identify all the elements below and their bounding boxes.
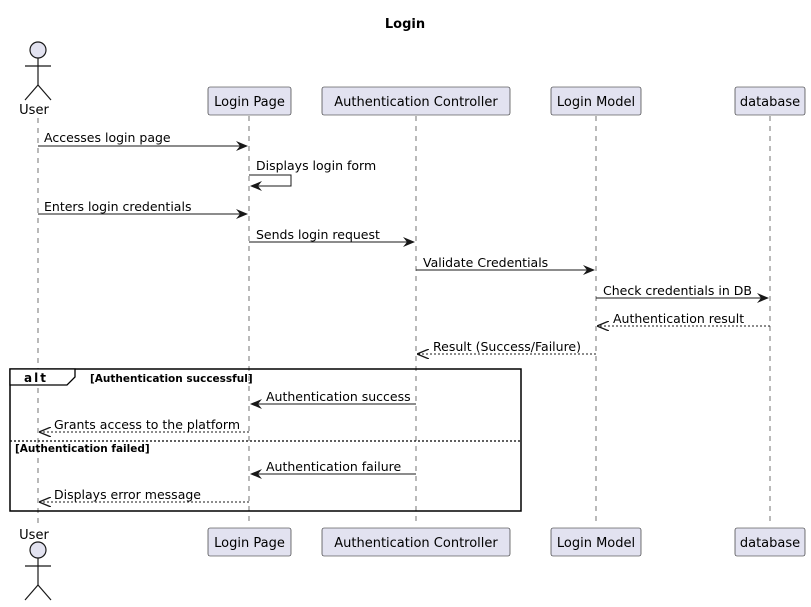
participant-authentication-controller-bottom: Authentication Controller: [321, 527, 511, 557]
message-4-label: Sends login request: [256, 227, 380, 242]
participant-authentication-controller-top: Authentication Controller: [321, 86, 511, 116]
participant-login-model-label-top: Login Model: [557, 95, 635, 110]
participant-login-model-top: Login Model: [550, 86, 642, 116]
participant-user-label-bottom: User: [19, 528, 49, 543]
alt-frame: alt [Authentication successful] [Authent…: [9, 368, 522, 512]
alt-keyword: alt: [24, 371, 48, 385]
participant-database-top: database: [734, 86, 806, 116]
user-actor-icon-bottom: [24, 541, 52, 601]
participant-database-label-top: database: [740, 95, 800, 110]
message-7-label: Authentication result: [613, 311, 744, 326]
participant-login-page-label-top: Login Page: [214, 95, 285, 110]
participant-database-bottom: database: [734, 527, 806, 557]
message-7-return: Authentication result: [598, 311, 770, 326]
participant-login-model-bottom: Login Model: [550, 527, 642, 557]
message-1: Accesses login page: [38, 130, 248, 151]
message-11-label: Authentication failure: [266, 459, 402, 474]
message-9-label: Authentication success: [266, 389, 411, 404]
message-6-label: Check credentials in DB: [603, 283, 752, 298]
message-8-return: Result (Success/Failure): [418, 339, 596, 354]
alt-condition-success: [Authentication successful]: [90, 373, 253, 385]
message-8-label: Result (Success/Failure): [433, 339, 581, 354]
message-4: Sends login request: [249, 227, 415, 247]
message-10-return: Grants access to the platform: [40, 417, 249, 432]
message-2-self: Displays login form: [249, 158, 376, 191]
participant-login-page-label-bottom: Login Page: [214, 536, 285, 551]
message-3: Enters login credentials: [38, 199, 248, 219]
participant-authentication-controller-label-bottom: Authentication Controller: [334, 536, 498, 551]
message-11: Authentication failure: [250, 459, 416, 479]
diagram-title: Login: [385, 17, 425, 32]
message-3-label: Enters login credentials: [44, 199, 191, 214]
message-5: Validate Credentials: [416, 255, 595, 275]
message-12-return: Displays error message: [40, 487, 249, 502]
message-12-label: Displays error message: [54, 487, 201, 502]
message-6: Check credentials in DB: [596, 283, 769, 303]
participant-login-model-label-bottom: Login Model: [557, 536, 635, 551]
message-5-label: Validate Credentials: [423, 255, 548, 270]
participant-authentication-controller-label-top: Authentication Controller: [334, 95, 498, 110]
message-10-label: Grants access to the platform: [54, 417, 240, 432]
alt-condition-failed: [Authentication failed]: [15, 443, 150, 455]
participant-database-label-bottom: database: [740, 536, 800, 551]
message-1-label: Accesses login page: [44, 130, 171, 145]
participant-login-page-top: Login Page: [207, 86, 292, 116]
participant-login-page-bottom: Login Page: [207, 527, 292, 557]
message-9: Authentication success: [250, 389, 416, 409]
participant-user-label-top: User: [19, 103, 49, 118]
message-2-label: Displays login form: [256, 158, 376, 173]
user-actor-icon: [24, 41, 52, 101]
